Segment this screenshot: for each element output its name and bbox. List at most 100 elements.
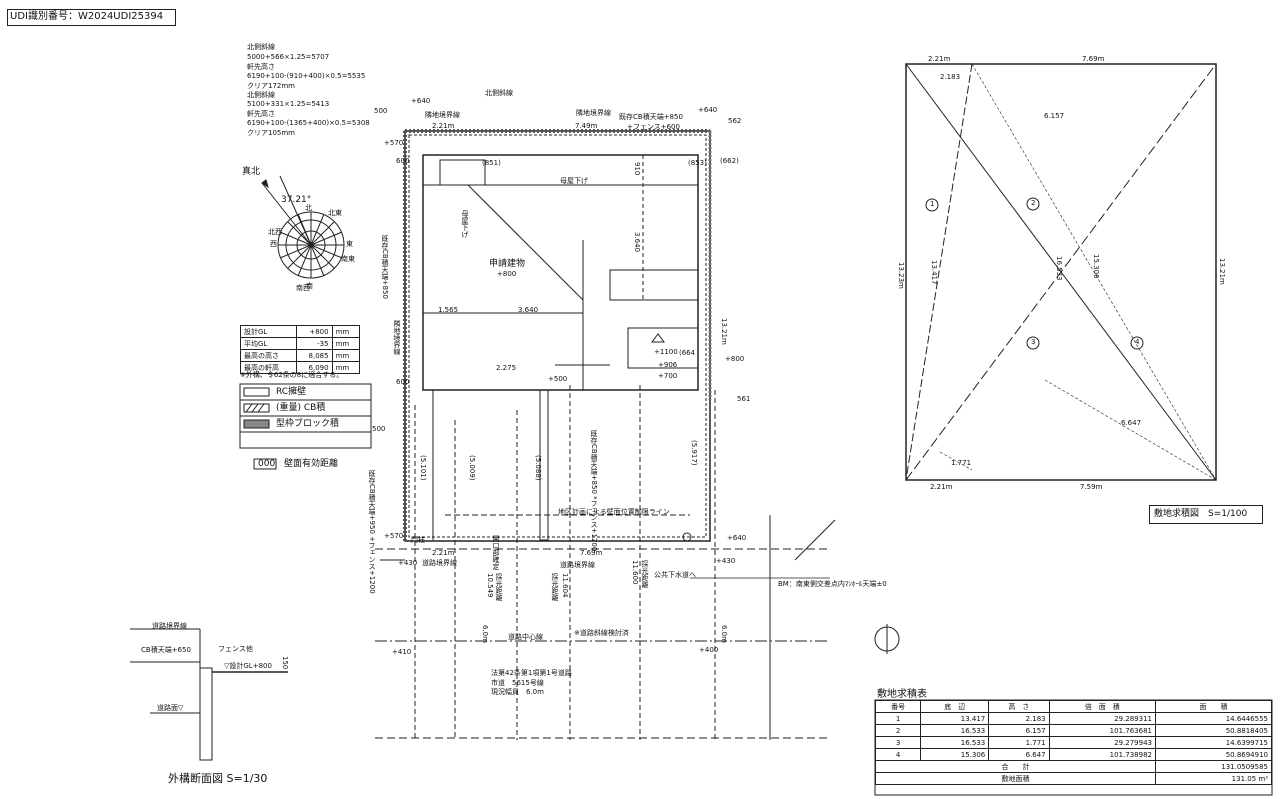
legend-cb: (重量) CB積	[276, 403, 326, 413]
dim-700: +700	[658, 372, 678, 380]
wall-limit-label: 地区計画による壁面位置制限ライン	[558, 508, 670, 516]
dim-1565: 1.565	[438, 306, 459, 314]
area-diagram	[905, 63, 1217, 481]
cell: 13.417	[920, 712, 990, 725]
compass-n: 北	[305, 204, 312, 212]
dim-640c: +640	[727, 534, 747, 542]
wall-dist-label: 壁面有効距離	[284, 459, 339, 469]
area-d6: 6.647	[1121, 419, 1142, 427]
area-table-row: 4 15.306 6.647 101.738982 50.8694910	[874, 748, 1273, 761]
area-top-right: 7.69m	[1082, 55, 1105, 63]
dim-410: +410	[392, 648, 412, 656]
dim-5088: (5.088)	[534, 455, 542, 481]
area-table: 番号 底 辺 高 さ 倍 面 積 面 積 1 13.417 2.183 29.2…	[874, 700, 1273, 785]
wall-dist-code: 000	[258, 459, 276, 469]
section-cb-top: CB積天端+650	[141, 646, 191, 654]
cell: 2.183	[988, 712, 1050, 725]
section-title: 外構断面図 S=1/30	[168, 772, 268, 785]
dim-600b: 600	[396, 378, 410, 386]
section-dim-150: 150	[281, 656, 289, 670]
area-table-header: 番号 底 辺 高 さ 倍 面 積 面 積	[874, 700, 1273, 713]
dim-1321: 13.21m	[720, 318, 728, 345]
compass-rose	[261, 175, 345, 279]
gl-value: -35	[295, 337, 333, 350]
dim-221: 2.21m	[432, 122, 455, 130]
dim-640b: +640	[411, 97, 431, 105]
area-d3: 13.417	[930, 260, 938, 285]
total-value: 131.0509585	[1154, 760, 1273, 773]
cell: 16.533	[920, 736, 990, 749]
daylight-lines	[414, 385, 716, 740]
tag-853: (853)	[688, 159, 707, 167]
dim-800a: +800	[725, 355, 745, 363]
area-left-side: 13.23m	[897, 262, 905, 289]
note-line: 6190+100-(1365+400)×0.5=5308	[247, 119, 370, 127]
cell: 1	[874, 712, 922, 725]
dim-10549: 10.549	[486, 573, 494, 598]
note-line: 5100+331×1.25=5413	[247, 100, 330, 108]
road-lines	[375, 514, 836, 740]
gl-label: 最高の軒高	[240, 361, 297, 374]
total-label: 合 計	[875, 760, 1156, 773]
dim-5009: (5.009)	[468, 455, 476, 481]
cell: 50.8818405	[1154, 724, 1273, 737]
site-value: 131.05 m²	[1154, 772, 1273, 785]
section-design-gl: ▽設計GL+800	[224, 662, 272, 670]
area-n4: 4	[1135, 338, 1140, 346]
area-d2: 6.157	[1044, 112, 1065, 120]
neighbor-boundary-vert: 隣地境界線	[393, 320, 401, 355]
legend-rc-wall: RC擁壁	[276, 387, 307, 397]
tag-561: 561	[737, 395, 751, 403]
dim-430b: +430	[716, 557, 736, 565]
dim-11600: 11.600	[631, 560, 639, 585]
header-cell: 高 さ	[988, 700, 1050, 713]
compass-nw: 北西	[268, 228, 282, 236]
section-sketch	[130, 628, 288, 761]
cell: 29.279943	[1048, 736, 1156, 749]
dim-769: 7.69m	[580, 549, 603, 557]
gl-unit: mm	[331, 325, 361, 338]
area-table-row: 1 13.417 2.183 29.289311 14.6446555	[874, 712, 1273, 725]
dim-2275: 2.275	[496, 364, 517, 372]
gl-label: 最高の高さ	[240, 349, 297, 362]
area-title: 敷地求積図 S=1/100	[1154, 509, 1248, 519]
dim-640a: +640	[698, 106, 718, 114]
plan-site-boundary	[403, 129, 712, 542]
note-line: 軒先高さ	[247, 110, 275, 118]
cell: 16.533	[920, 724, 990, 737]
legend-swatches	[239, 383, 372, 470]
right-existing-label: 既存CB積天端+850 *フェンス+1200	[590, 430, 598, 552]
cell: 15.306	[920, 748, 990, 761]
udi-id-box: UDI識別番号：W2024UDI25394	[7, 9, 176, 26]
cell: 6.157	[988, 724, 1050, 737]
neighbor-boundary-label: 隣地境界線	[425, 111, 460, 119]
compass-se: 南東	[341, 255, 355, 263]
dim-3640: 3.640	[518, 306, 539, 314]
true-north-label: 真北	[242, 167, 261, 177]
building-label: 申請建物	[489, 259, 526, 269]
tag-851: (851)	[482, 159, 501, 167]
compass-ne: 北東	[328, 209, 342, 217]
legend-form-block: 型枠ブロック積	[276, 419, 340, 429]
sewer-label: 公共下水道へ	[654, 571, 696, 579]
header-cell: 底 辺	[920, 700, 990, 713]
dim-430a: +430	[398, 559, 418, 567]
area-table-title: 敷地求積表	[877, 689, 927, 700]
dim-1100: +1100	[654, 348, 678, 356]
area-bottom-right: 7.59m	[1080, 483, 1103, 491]
road-note: ※道路斜線検討済	[574, 629, 629, 637]
fence-label: +フェンス+600	[627, 123, 680, 131]
cell: 14.6446555	[1154, 712, 1273, 725]
dim-5101: (5.101)	[419, 455, 427, 481]
area-n3: 3	[1031, 338, 1036, 346]
dim-11604: 11.604	[561, 573, 569, 598]
gl-value: +800	[295, 325, 333, 338]
header-cell: 倍 面 積	[1048, 700, 1156, 713]
area-n2: 2	[1031, 199, 1036, 207]
note-line: 5000+566×1.25=5707	[247, 53, 330, 61]
tag-664: (664	[679, 349, 696, 357]
road-boundary-label: 道路境界線	[560, 561, 595, 569]
north-slope-label: 北側斜線	[485, 89, 513, 97]
